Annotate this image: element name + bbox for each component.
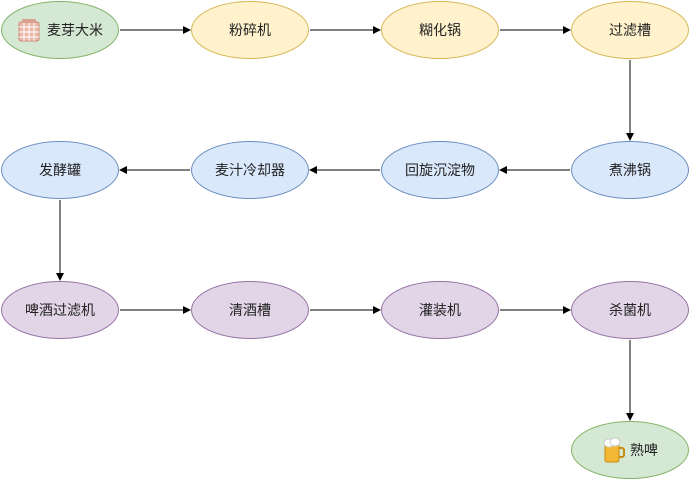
node-label: 回旋沉淀物 bbox=[405, 163, 475, 179]
node-mash-pot[interactable]: 糊化锅 bbox=[381, 1, 499, 59]
node-label: 煮沸锅 bbox=[609, 163, 651, 179]
node-label: 熟啤 bbox=[630, 443, 658, 459]
grain-sack-icon bbox=[17, 17, 43, 43]
node-crusher[interactable]: 粉碎机 bbox=[191, 1, 309, 59]
node-lauter-tank[interactable]: 过滤槽 bbox=[571, 1, 689, 59]
node-label: 灌装机 bbox=[419, 303, 461, 319]
beer-mug-icon bbox=[602, 436, 626, 464]
node-label: 糊化锅 bbox=[419, 23, 461, 39]
node-label: 过滤槽 bbox=[609, 23, 651, 39]
node-sterilizer[interactable]: 杀菌机 bbox=[571, 281, 689, 339]
node-label: 清酒槽 bbox=[229, 303, 271, 319]
node-boil-kettle[interactable]: 煮沸锅 bbox=[571, 141, 689, 199]
node-label: 麦芽大米 bbox=[47, 23, 103, 39]
node-whirlpool[interactable]: 回旋沉淀物 bbox=[381, 141, 499, 199]
node-wort-cooler[interactable]: 麦汁冷却器 bbox=[191, 141, 309, 199]
node-label: 杀菌机 bbox=[609, 303, 651, 319]
node-label: 粉碎机 bbox=[229, 23, 271, 39]
node-label: 麦汁冷却器 bbox=[215, 163, 285, 179]
node-beer-filter[interactable]: 啤酒过滤机 bbox=[1, 281, 119, 339]
node-cooked-beer[interactable]: 熟啤 bbox=[571, 421, 689, 479]
node-malt-rice[interactable]: 麦芽大米 bbox=[1, 1, 119, 59]
node-filler[interactable]: 灌装机 bbox=[381, 281, 499, 339]
node-ferment-tank[interactable]: 发酵罐 bbox=[1, 141, 119, 199]
node-bright-tank[interactable]: 清酒槽 bbox=[191, 281, 309, 339]
node-label: 发酵罐 bbox=[39, 163, 81, 179]
node-label: 啤酒过滤机 bbox=[25, 303, 95, 319]
